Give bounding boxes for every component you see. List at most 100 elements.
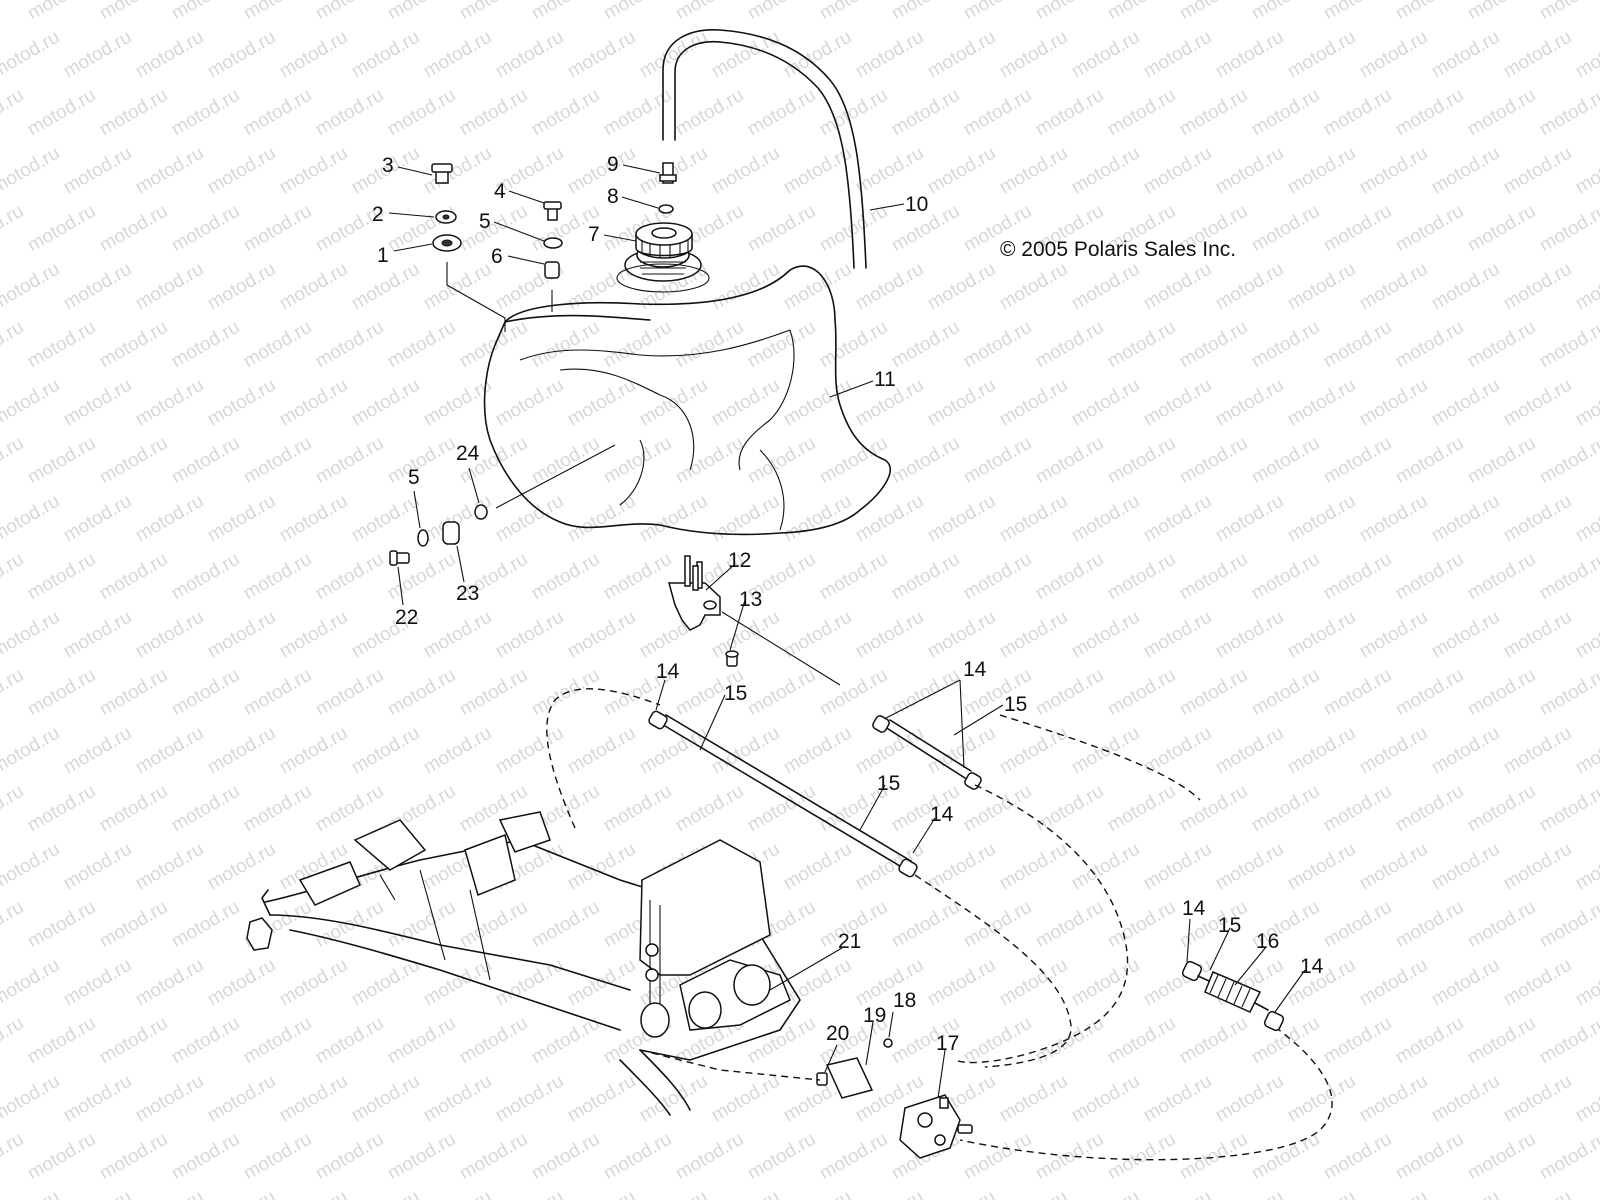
watermark-text: motod.ru [132,491,207,547]
watermark-text: motod.ru [564,955,639,1011]
callout-8: 8 [607,185,619,208]
watermark-text: motod.ru [1392,781,1467,837]
watermark-text: motod.ru [1392,85,1467,141]
watermark-text: motod.ru [708,1187,783,1200]
watermark-text: motod.ru [1104,549,1179,605]
callout-16: 16 [1256,930,1279,953]
watermark-text: motod.ru [780,839,855,895]
watermark-text: motod.ru [1032,85,1107,141]
watermark-text: motod.ru [1140,1071,1215,1127]
callout-7: 7 [588,223,600,246]
watermark-text: motod.ru [1284,259,1359,315]
watermark-text: motod.ru [240,781,315,837]
watermark-text: motod.ru [744,1129,819,1185]
watermark-text: motod.ru [24,201,99,257]
watermark-text: motod.ru [1356,1187,1431,1200]
watermark-text: motod.ru [924,375,999,431]
watermark-text: motod.ru [24,317,99,373]
callout-9: 9 [607,153,619,176]
watermark-text: motod.ru [1572,839,1600,895]
watermark-text: motod.ru [1104,1013,1179,1069]
watermark-text: motod.ru [348,491,423,547]
watermark-text: motod.ru [996,1187,1071,1200]
watermark-text: motod.ru [456,85,531,141]
callout-3: 3 [382,154,394,177]
watermark-text: motod.ru [0,433,27,489]
watermark-text: motod.ru [204,491,279,547]
callout-5b: 5 [408,466,420,489]
watermark-text: motod.ru [1320,0,1395,24]
watermark-text: motod.ru [132,1071,207,1127]
watermark-text: motod.ru [348,259,423,315]
watermark-text: motod.ru [1500,27,1575,83]
watermark-text: motod.ru [960,549,1035,605]
watermark-text: motod.ru [1104,0,1179,24]
watermark-text: motod.ru [1536,433,1600,489]
watermark-text: motod.ru [852,607,927,663]
watermark-text: motod.ru [780,607,855,663]
watermark-text: motod.ru [132,27,207,83]
watermark-text: motod.ru [348,723,423,779]
watermark-text: motod.ru [744,781,819,837]
watermark-text: motod.ru [1428,375,1503,431]
watermark-text: motod.ru [0,955,63,1011]
watermark-text: motod.ru [384,433,459,489]
watermark-text: motod.ru [816,1129,891,1185]
watermark-text: motod.ru [1248,201,1323,257]
watermark-text: motod.ru [528,85,603,141]
watermark-text: motod.ru [600,317,675,373]
watermark-text: motod.ru [1572,955,1600,1011]
callout-22: 22 [395,606,418,629]
watermark-text: motod.ru [1104,85,1179,141]
watermark-text: motod.ru [1104,1129,1179,1185]
watermark-text: motod.ru [564,1071,639,1127]
watermark-text: motod.ru [204,1187,279,1200]
watermark-text: motod.ru [276,375,351,431]
watermark-text: motod.ru [1212,1187,1287,1200]
watermark-text: motod.ru [600,1129,675,1185]
watermark-text: motod.ru [1032,549,1107,605]
watermark-text: motod.ru [1464,201,1539,257]
watermark-text: motod.ru [1428,491,1503,547]
callout-14d: 14 [1182,897,1206,920]
watermark-text: motod.ru [1464,665,1539,721]
watermark-text: motod.ru [24,0,99,24]
watermark-text: motod.ru [312,85,387,141]
watermark-text: motod.ru [96,85,171,141]
watermark-text: motod.ru [960,85,1035,141]
watermark-text: motod.ru [996,607,1071,663]
watermark-text: motod.ru [600,0,675,24]
watermark-text: motod.ru [996,375,1071,431]
watermark-text: motod.ru [1176,1129,1251,1185]
watermark-text: motod.ru [744,665,819,721]
watermark-text: motod.ru [1536,665,1600,721]
watermark-text: motod.ru [348,1071,423,1127]
watermark-text: motod.ru [0,897,27,953]
watermark-text: motod.ru [924,723,999,779]
watermark-text: motod.ru [960,1129,1035,1185]
watermark-text: motod.ru [0,781,27,837]
watermark-text: motod.ru [1068,1187,1143,1200]
callout-1: 1 [377,244,389,267]
watermark-text: motod.ru [816,665,891,721]
watermark-text: motod.ru [240,1013,315,1069]
watermark-text: motod.ru [1572,607,1600,663]
watermark-text: motod.ru [1464,317,1539,373]
watermark-text: motod.ru [1464,1129,1539,1185]
watermark-text: motod.ru [564,607,639,663]
watermark-text: motod.ru [0,201,27,257]
watermark-text: motod.ru [312,0,387,24]
watermark-text: motod.ru [1140,491,1215,547]
watermark-text: motod.ru [816,549,891,605]
watermark-text: motod.ru [888,433,963,489]
watermark-text: motod.ru [528,0,603,24]
watermark-text: motod.ru [1536,317,1600,373]
watermark-text: motod.ru [1284,375,1359,431]
watermark-text: motod.ru [816,0,891,24]
watermark-text: motod.ru [1176,665,1251,721]
watermark-text: motod.ru [528,433,603,489]
watermark-text: motod.ru [636,491,711,547]
watermark-text: motod.ru [1284,143,1359,199]
watermark-text: motod.ru [528,1129,603,1185]
watermark-text: motod.ru [888,897,963,953]
